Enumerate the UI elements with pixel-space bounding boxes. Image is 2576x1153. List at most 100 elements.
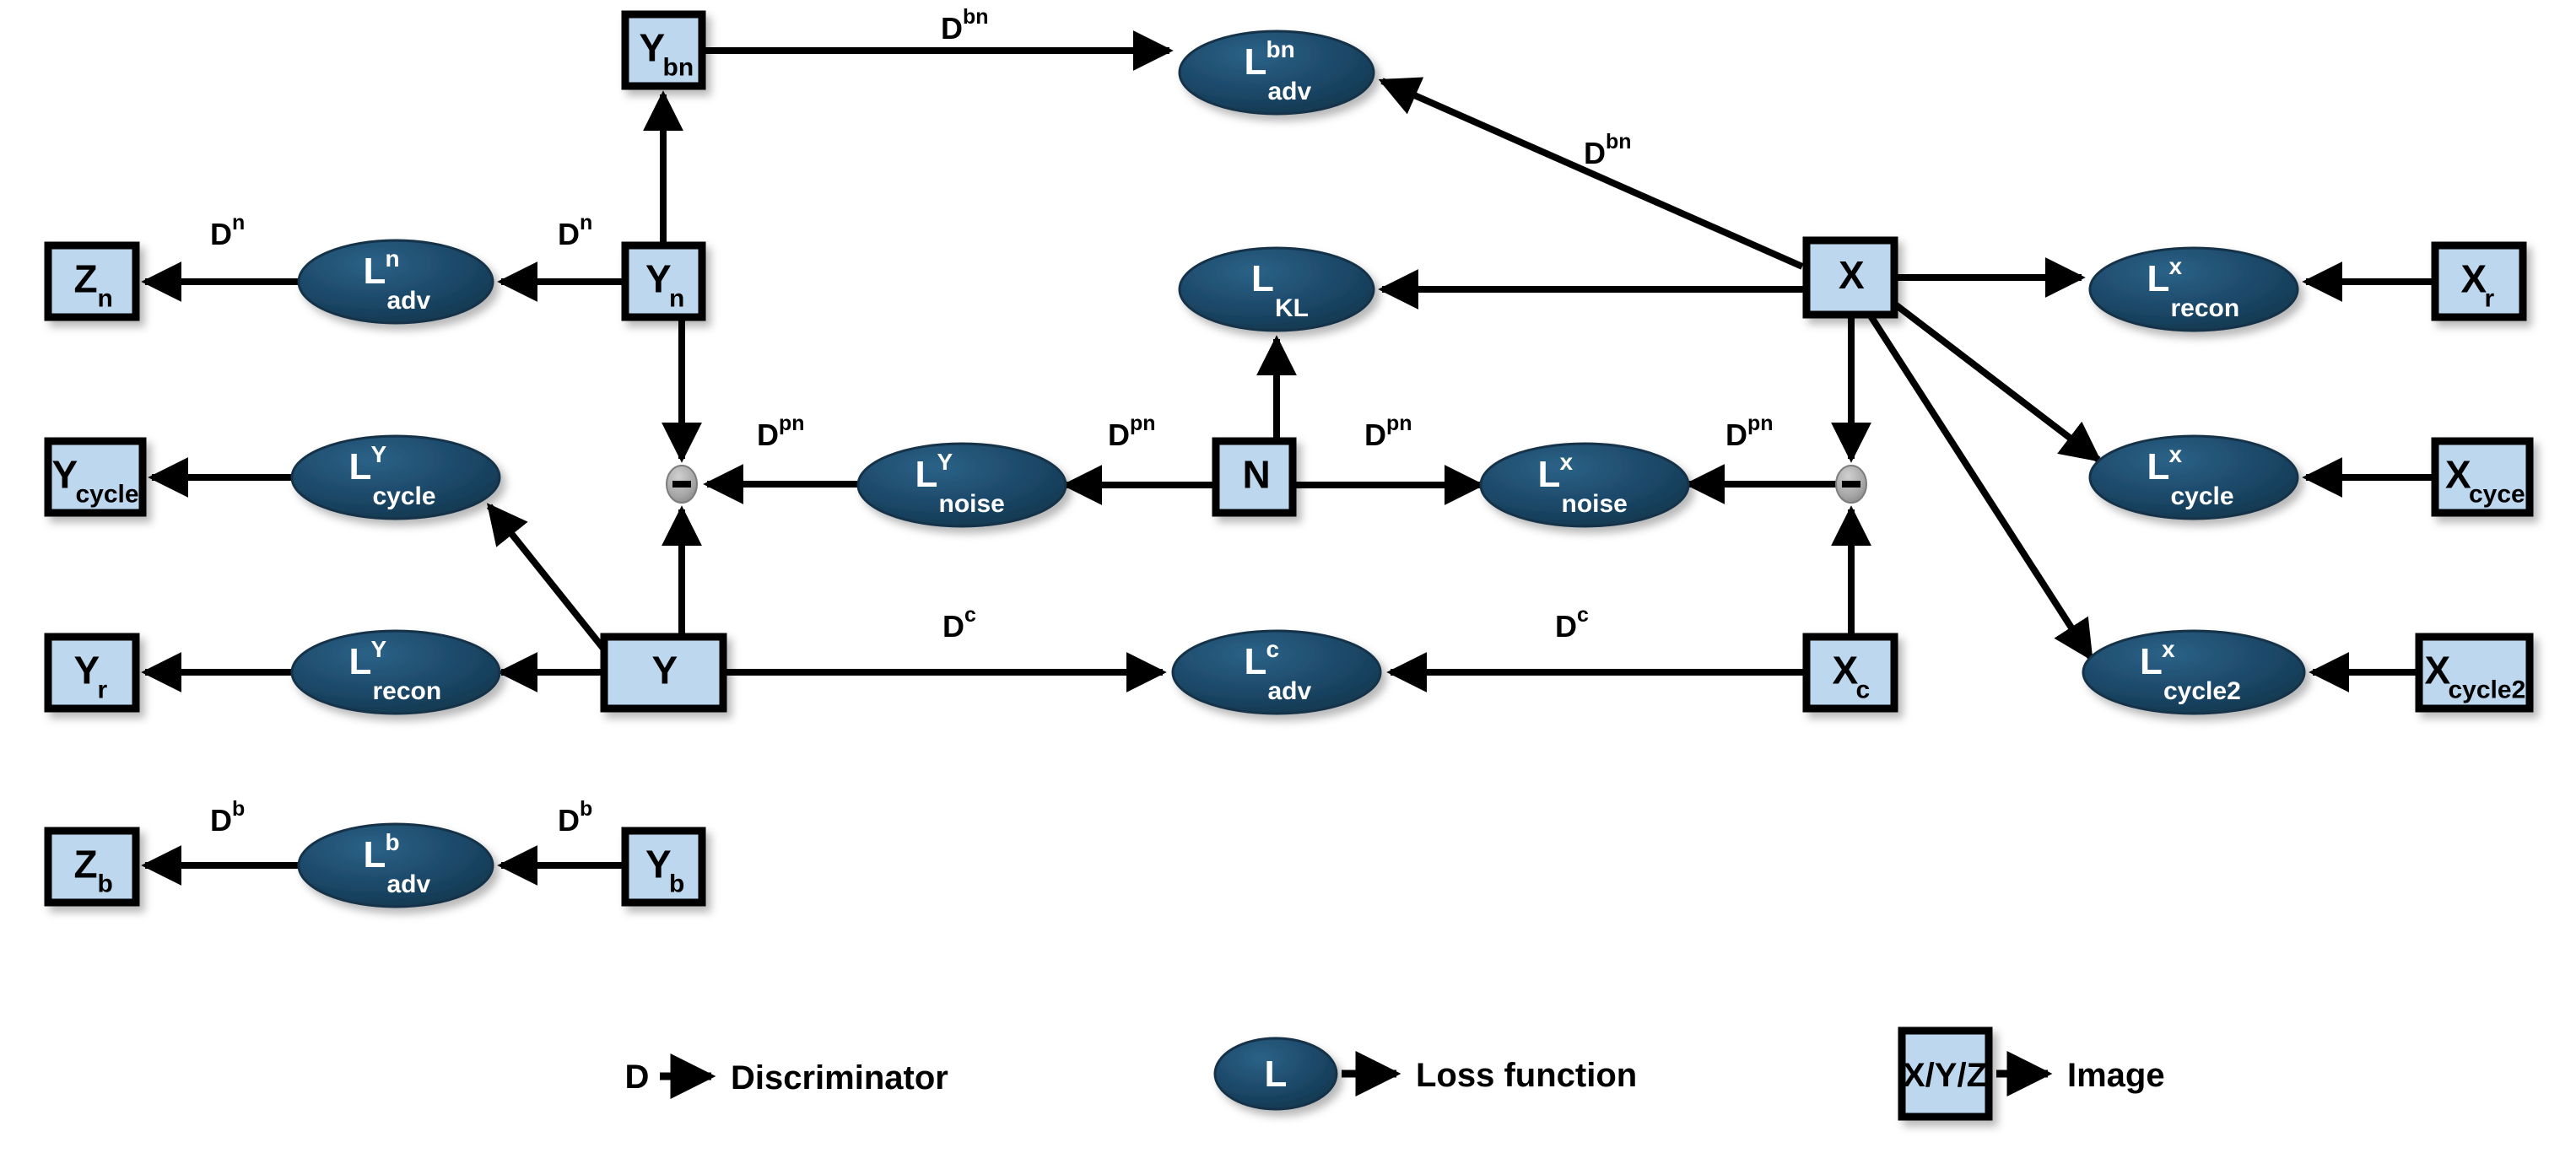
edge-label-superscript: c [964, 603, 976, 627]
edge-label-superscript: n [232, 211, 245, 234]
image-node: Xc [1802, 633, 1898, 713]
image-node: X [1802, 236, 1898, 319]
loss-subscript: KL [1275, 294, 1309, 322]
loss-subscript: noise [939, 490, 1005, 518]
image-label: X [2425, 649, 2451, 692]
image-box [1212, 437, 1297, 517]
image-node: Yn [621, 241, 706, 321]
image-subscript: cycle [76, 481, 139, 509]
loss-superscript: x [2169, 441, 2183, 467]
loss-ellipse [2088, 246, 2299, 332]
image-node: Y [600, 633, 727, 713]
loss-subscript: noise [1562, 490, 1628, 518]
edge-y-to-lycycle [486, 503, 608, 652]
image-label: Y [74, 649, 100, 692]
image-node: Ybn [621, 10, 706, 90]
image-label: N [1243, 453, 1271, 497]
legend-loss-symbol: L [1265, 1053, 1288, 1095]
edge-label-base: D [1364, 418, 1386, 452]
image-box [621, 827, 706, 907]
image-subscript: cyce [2469, 481, 2525, 509]
image-box [2431, 437, 2534, 517]
loss-superscript: Y [371, 636, 387, 662]
edge-label-base: D [757, 418, 779, 452]
loss-subscript: adv [1268, 677, 1312, 705]
edge-label-superscript: pn [1747, 412, 1774, 435]
image-subscript: r [98, 676, 108, 704]
edge-label-superscript: pn [1386, 412, 1412, 435]
edge-x-to-lxcycle2 [1866, 312, 2094, 662]
legend-discriminator-label: Discriminator [731, 1059, 948, 1096]
edge-x-to-lbnadv [1378, 77, 1804, 270]
minus-icon [672, 481, 691, 488]
loss-label: L [364, 251, 386, 292]
image-subscript: r [2485, 285, 2495, 313]
minus-node [666, 465, 698, 504]
image-label: Z [74, 257, 98, 301]
image-subscript: c [1856, 676, 1871, 704]
image-subscript: b [98, 870, 113, 898]
loss-label: L [2140, 641, 2163, 682]
image-label: X [2445, 453, 2471, 497]
edge-label-base: D [210, 803, 232, 838]
loss-subscript: cycle2 [2163, 677, 2241, 705]
loss-node: LKL [1178, 246, 1375, 332]
loss-superscript: x [2162, 636, 2175, 662]
image-label: Y [645, 257, 672, 301]
image-node: N [1212, 437, 1297, 517]
edge-label-base: D [558, 217, 580, 251]
legend-discriminator-symbol: D [625, 1059, 650, 1096]
image-box [2415, 633, 2534, 713]
image-label: Y [640, 26, 666, 70]
image-subscript: cycle2 [2449, 676, 2526, 704]
loss-ellipse [297, 822, 494, 908]
loss-superscript: x [1560, 449, 1574, 475]
edge-label-superscript: pn [779, 412, 805, 435]
image-box [44, 437, 147, 517]
image-label: Z [74, 843, 98, 886]
image-node: Yb [621, 827, 706, 907]
image-box [621, 10, 706, 90]
edge-label-base: D [942, 609, 964, 644]
loss-label: L [1245, 41, 1267, 83]
image-label: Y [52, 453, 78, 497]
loss-superscript: n [386, 245, 400, 272]
loss-label: L [2147, 258, 2170, 299]
loss-superscript: Y [937, 449, 953, 475]
loss-superscript: c [1266, 636, 1280, 662]
edge-label-superscript: pn [1130, 412, 1156, 435]
image-box [44, 827, 140, 907]
edge-label-base: D [210, 217, 232, 251]
edge-label-superscript: b [232, 797, 245, 821]
image-box [1802, 633, 1898, 713]
edge-x-to-lxcycle [1892, 300, 2102, 463]
loss-label: L [349, 641, 372, 682]
image-box [44, 633, 140, 713]
loss-label: L [2147, 446, 2170, 488]
loss-superscript: bn [1266, 36, 1295, 62]
loss-subscript: recon [2171, 294, 2240, 322]
loss-subscript: adv [1268, 78, 1312, 105]
image-box [1802, 236, 1898, 319]
loss-label: L [1251, 258, 1274, 299]
image-subscript: bn [663, 54, 694, 82]
